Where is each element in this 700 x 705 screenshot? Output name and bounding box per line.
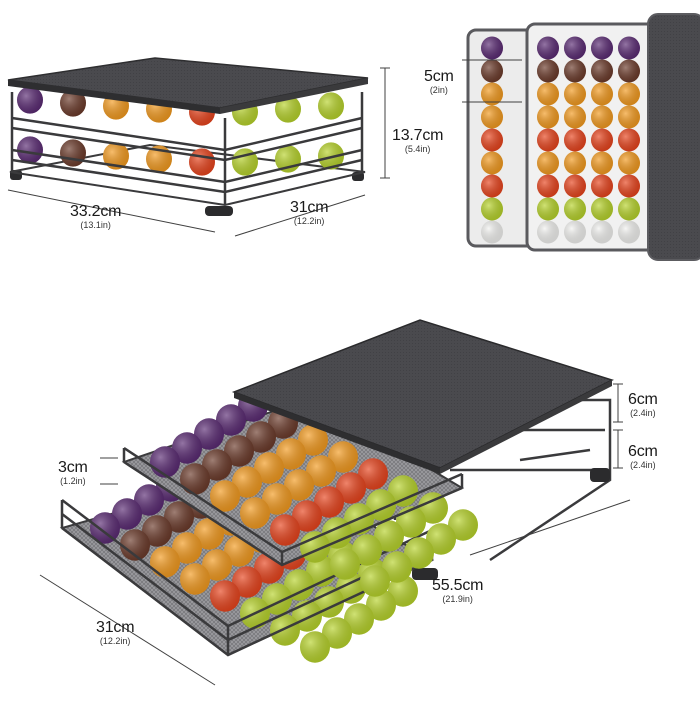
- depth-top-label: 31cm (12.2in): [290, 199, 329, 226]
- tier-height-bottom-cm: 6cm: [628, 443, 658, 460]
- tier-height-bottom-in: (2.4in): [630, 460, 656, 470]
- width-top-cm: 33.2cm: [70, 203, 122, 220]
- tier-height-top-cm: 6cm: [628, 391, 658, 408]
- height-total-in: (5.4in): [404, 144, 431, 154]
- depth-top-cm: 31cm: [290, 199, 329, 216]
- width-top-label: 33.2cm (13.1in): [70, 204, 121, 230]
- height-total-cm: 13.7cm: [392, 127, 444, 144]
- drawer-width-in: (12.2in): [99, 636, 131, 646]
- tier-height-top-in: (2.4in): [630, 408, 656, 418]
- height-total-label: 13.7cm (5.4in): [392, 128, 443, 154]
- drawer-depth-label: 3cm (1.2in): [58, 460, 88, 486]
- depth-top-in: (12.2in): [293, 216, 325, 226]
- extended-length-cm: 55.5cm: [432, 577, 484, 594]
- slot-spacing-in: (2in): [429, 85, 448, 95]
- closed-rack-view: [7, 57, 390, 237]
- open-drawer-view: [39, 319, 631, 686]
- drawer-depth-in: (1.2in): [60, 476, 86, 486]
- tier-height-top-label: 6cm (2.4in): [628, 392, 658, 418]
- extended-length-label: 55.5cm (21.9in): [432, 578, 483, 604]
- tier-height-bottom-label: 6cm (2.4in): [628, 444, 658, 470]
- extended-length-in: (21.9in): [442, 594, 473, 604]
- drawer-depth-cm: 3cm: [58, 459, 88, 476]
- slot-spacing-label: 5cm (2in): [424, 69, 454, 95]
- drawer-width-label: 31cm (12.2in): [96, 619, 135, 646]
- front-view-panels: [462, 13, 700, 261]
- width-top-in: (13.1in): [80, 220, 111, 230]
- drawer-width-cm: 31cm: [96, 619, 135, 636]
- slot-spacing-cm: 5cm: [424, 68, 454, 85]
